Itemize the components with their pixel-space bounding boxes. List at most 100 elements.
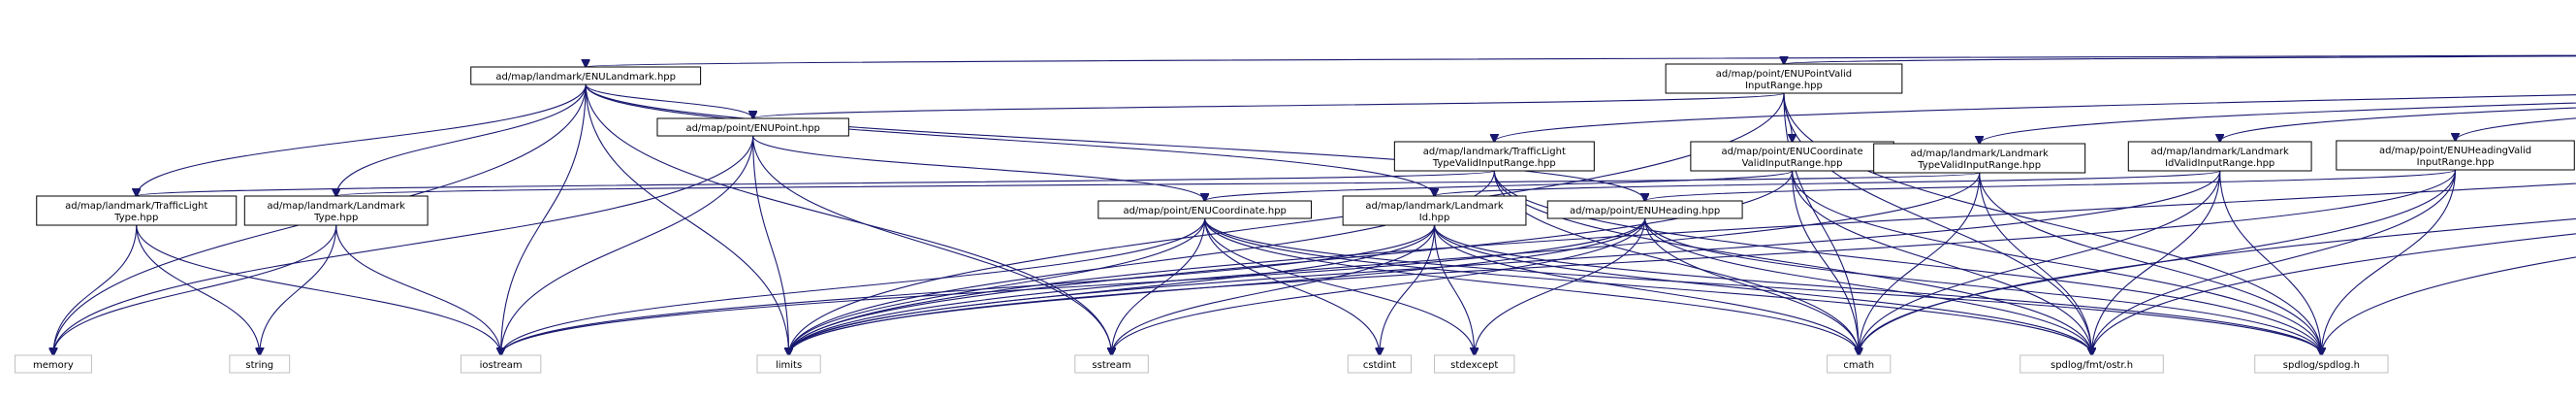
node-box bbox=[656, 117, 849, 137]
node-box bbox=[1665, 63, 1903, 94]
node-box bbox=[1097, 200, 1313, 219]
edge-enuheading-to-stdexcept bbox=[1475, 217, 1646, 355]
edge-enulandmark-to-landmarkid bbox=[585, 83, 1434, 196]
node-trafficlightvalid[interactable]: ad/map/landmark/TrafficLightTypeValidInp… bbox=[1393, 141, 1595, 172]
node-memory: memory bbox=[14, 354, 92, 374]
node-label: ad/map/landmark/Landmark bbox=[1911, 149, 2050, 159]
node-enuheading[interactable]: ad/map/point/ENUHeading.hpp bbox=[1546, 200, 1743, 219]
edge-enuheading-to-ostr bbox=[1644, 217, 2092, 355]
edge-enucoordinate-to-stdexcept bbox=[1204, 217, 1475, 355]
edge-enuheadingvalid-to-ostr bbox=[2092, 169, 2457, 355]
edge-enupointvalid-to-ostr bbox=[1783, 92, 2092, 355]
node-stdexcept: stdexcept bbox=[1434, 354, 1515, 374]
node-box bbox=[1690, 141, 1894, 172]
edge-enuheadingvalid-to-enuheading bbox=[1645, 169, 2457, 201]
node-label: sstream bbox=[1092, 360, 1130, 371]
edge-landmarkidvalid-to-cmath bbox=[1859, 170, 2221, 355]
edge-trafficlightvalid-to-trafficlighttype bbox=[137, 170, 1495, 196]
edge-enucoordvalid-to-ostr bbox=[1792, 170, 2092, 355]
edge-landmarkid-to-cmath bbox=[1433, 224, 1860, 355]
edge-enuheading-to-iostream bbox=[501, 217, 1646, 355]
edge-enupoint-to-iostream bbox=[501, 135, 754, 355]
node-cmath: cmath bbox=[1827, 354, 1892, 374]
node-label: TypeValidInputRange.hpp bbox=[1917, 160, 2041, 171]
node-box bbox=[470, 66, 702, 85]
edge-enucoordvalid-to-enucoordinate bbox=[1205, 170, 1794, 201]
node-limits: limits bbox=[756, 354, 821, 374]
node-label: ad/map/point/ENUCoordinate bbox=[1721, 147, 1862, 157]
node-label: cstdint bbox=[1363, 360, 1396, 371]
node-enuheadingvalid[interactable]: ad/map/point/ENUHeadingValidInputRange.h… bbox=[2336, 140, 2575, 171]
node-enucoordvalid[interactable]: ad/map/point/ENUCoordinateValidInputRang… bbox=[1690, 141, 1894, 172]
node-box bbox=[2127, 141, 2312, 172]
edge-landmarktype-to-string bbox=[260, 224, 337, 355]
edge-enucoordinate-to-sstream bbox=[1112, 217, 1206, 355]
edge-landmarkid-to-sstream bbox=[1112, 224, 1436, 355]
edge-root-to-enuheadingvalid bbox=[2456, 117, 2576, 141]
edge-root-to-enulandmark bbox=[586, 54, 2576, 67]
node-landmarktypevalid[interactable]: ad/map/landmark/LandmarkTypeValidInputRa… bbox=[1873, 143, 2086, 174]
node-label: ad/map/landmark/TrafficLight bbox=[65, 201, 207, 212]
edge-landmarkidvalid-to-landmarkid bbox=[1435, 170, 2221, 196]
nodes-layer: generated/include/ad/map/landmark/ENULan… bbox=[14, 63, 2575, 374]
node-box bbox=[243, 195, 429, 226]
edge-enucoordinate-to-limits bbox=[789, 217, 1206, 355]
node-box bbox=[2019, 354, 2164, 374]
node-label: ad/map/landmark/Landmark bbox=[1365, 201, 1504, 212]
node-landmarkidvalid[interactable]: ad/map/landmark/LandmarkIdValidInputRang… bbox=[2127, 141, 2312, 172]
edge-enulandmark-to-iostream bbox=[501, 83, 587, 355]
node-box bbox=[1393, 141, 1595, 172]
node-box bbox=[36, 195, 238, 226]
node-label: Id.hpp bbox=[1419, 213, 1450, 223]
node-enucoordinate[interactable]: ad/map/point/ENUCoordinate.hpp bbox=[1097, 200, 1313, 219]
node-string: string bbox=[229, 354, 291, 374]
edge-root-to-trafficlightvalid bbox=[1494, 94, 2576, 142]
edge-landmarktype-to-iostream bbox=[335, 224, 501, 355]
edge-root-to-limits bbox=[789, 182, 2576, 355]
edge-enupointvalid-to-enupoint bbox=[753, 92, 1785, 118]
edge-landmarktypevalid-to-landmarktype bbox=[336, 172, 1981, 196]
node-label: ValidInputRange.hpp bbox=[1742, 158, 1843, 169]
edge-root-to-cmath bbox=[1859, 217, 2576, 355]
edge-enuheading-to-spdlog bbox=[1644, 217, 2322, 355]
node-box bbox=[1342, 195, 1527, 226]
node-iostream: iostream bbox=[460, 354, 542, 374]
node-label: iostream bbox=[480, 360, 523, 371]
edge-enupointvalid-to-cmath bbox=[1783, 92, 1859, 355]
edge-trafficlighttype-to-iostream bbox=[136, 224, 501, 355]
node-enulandmark[interactable]: ad/map/landmark/ENULandmark.hpp bbox=[470, 66, 702, 85]
node-enupoint[interactable]: ad/map/point/ENUPoint.hpp bbox=[656, 117, 849, 137]
node-cstdint: cstdint bbox=[1347, 354, 1413, 374]
node-box bbox=[1546, 200, 1743, 219]
edge-enulandmark-to-sstream bbox=[585, 83, 1111, 355]
node-box bbox=[1434, 354, 1515, 374]
edge-root-to-ostr bbox=[2092, 233, 2576, 355]
edge-trafficlighttype-to-memory bbox=[53, 224, 138, 355]
edge-enupoint-to-enucoordinate bbox=[752, 135, 1205, 201]
node-label: stdexcept bbox=[1450, 360, 1498, 371]
edge-landmarkid-to-cstdint bbox=[1380, 224, 1436, 355]
node-label: ad/map/point/ENUHeadingValid bbox=[2379, 146, 2531, 156]
node-box bbox=[2336, 140, 2575, 171]
node-label: ad/map/landmark/TrafficLight bbox=[1423, 147, 1566, 157]
edge-enulandmark-to-enuheading bbox=[585, 83, 1644, 201]
edge-trafficlightvalid-to-cmath bbox=[1493, 170, 1859, 355]
node-label: ad/map/landmark/ENULandmark.hpp bbox=[495, 72, 676, 83]
edge-enuheading-to-cmath bbox=[1644, 217, 1860, 355]
node-label: ad/map/landmark/Landmark bbox=[268, 201, 406, 212]
node-box bbox=[2254, 354, 2389, 374]
node-box bbox=[460, 354, 542, 374]
node-label: ad/map/landmark/Landmark bbox=[2151, 147, 2290, 157]
node-label: ad/map/point/ENUCoordinate.hpp bbox=[1123, 206, 1286, 216]
edge-root-to-spdlog bbox=[2321, 256, 2576, 355]
edge-landmarkid-to-stdexcept bbox=[1433, 224, 1475, 355]
edge-enucoordinate-to-spdlog bbox=[1204, 217, 2322, 355]
node-label: IdValidInputRange.hpp bbox=[2165, 158, 2274, 169]
node-label: ad/map/point/ENUPoint.hpp bbox=[685, 123, 819, 134]
edge-enupoint-to-memory bbox=[53, 135, 754, 355]
